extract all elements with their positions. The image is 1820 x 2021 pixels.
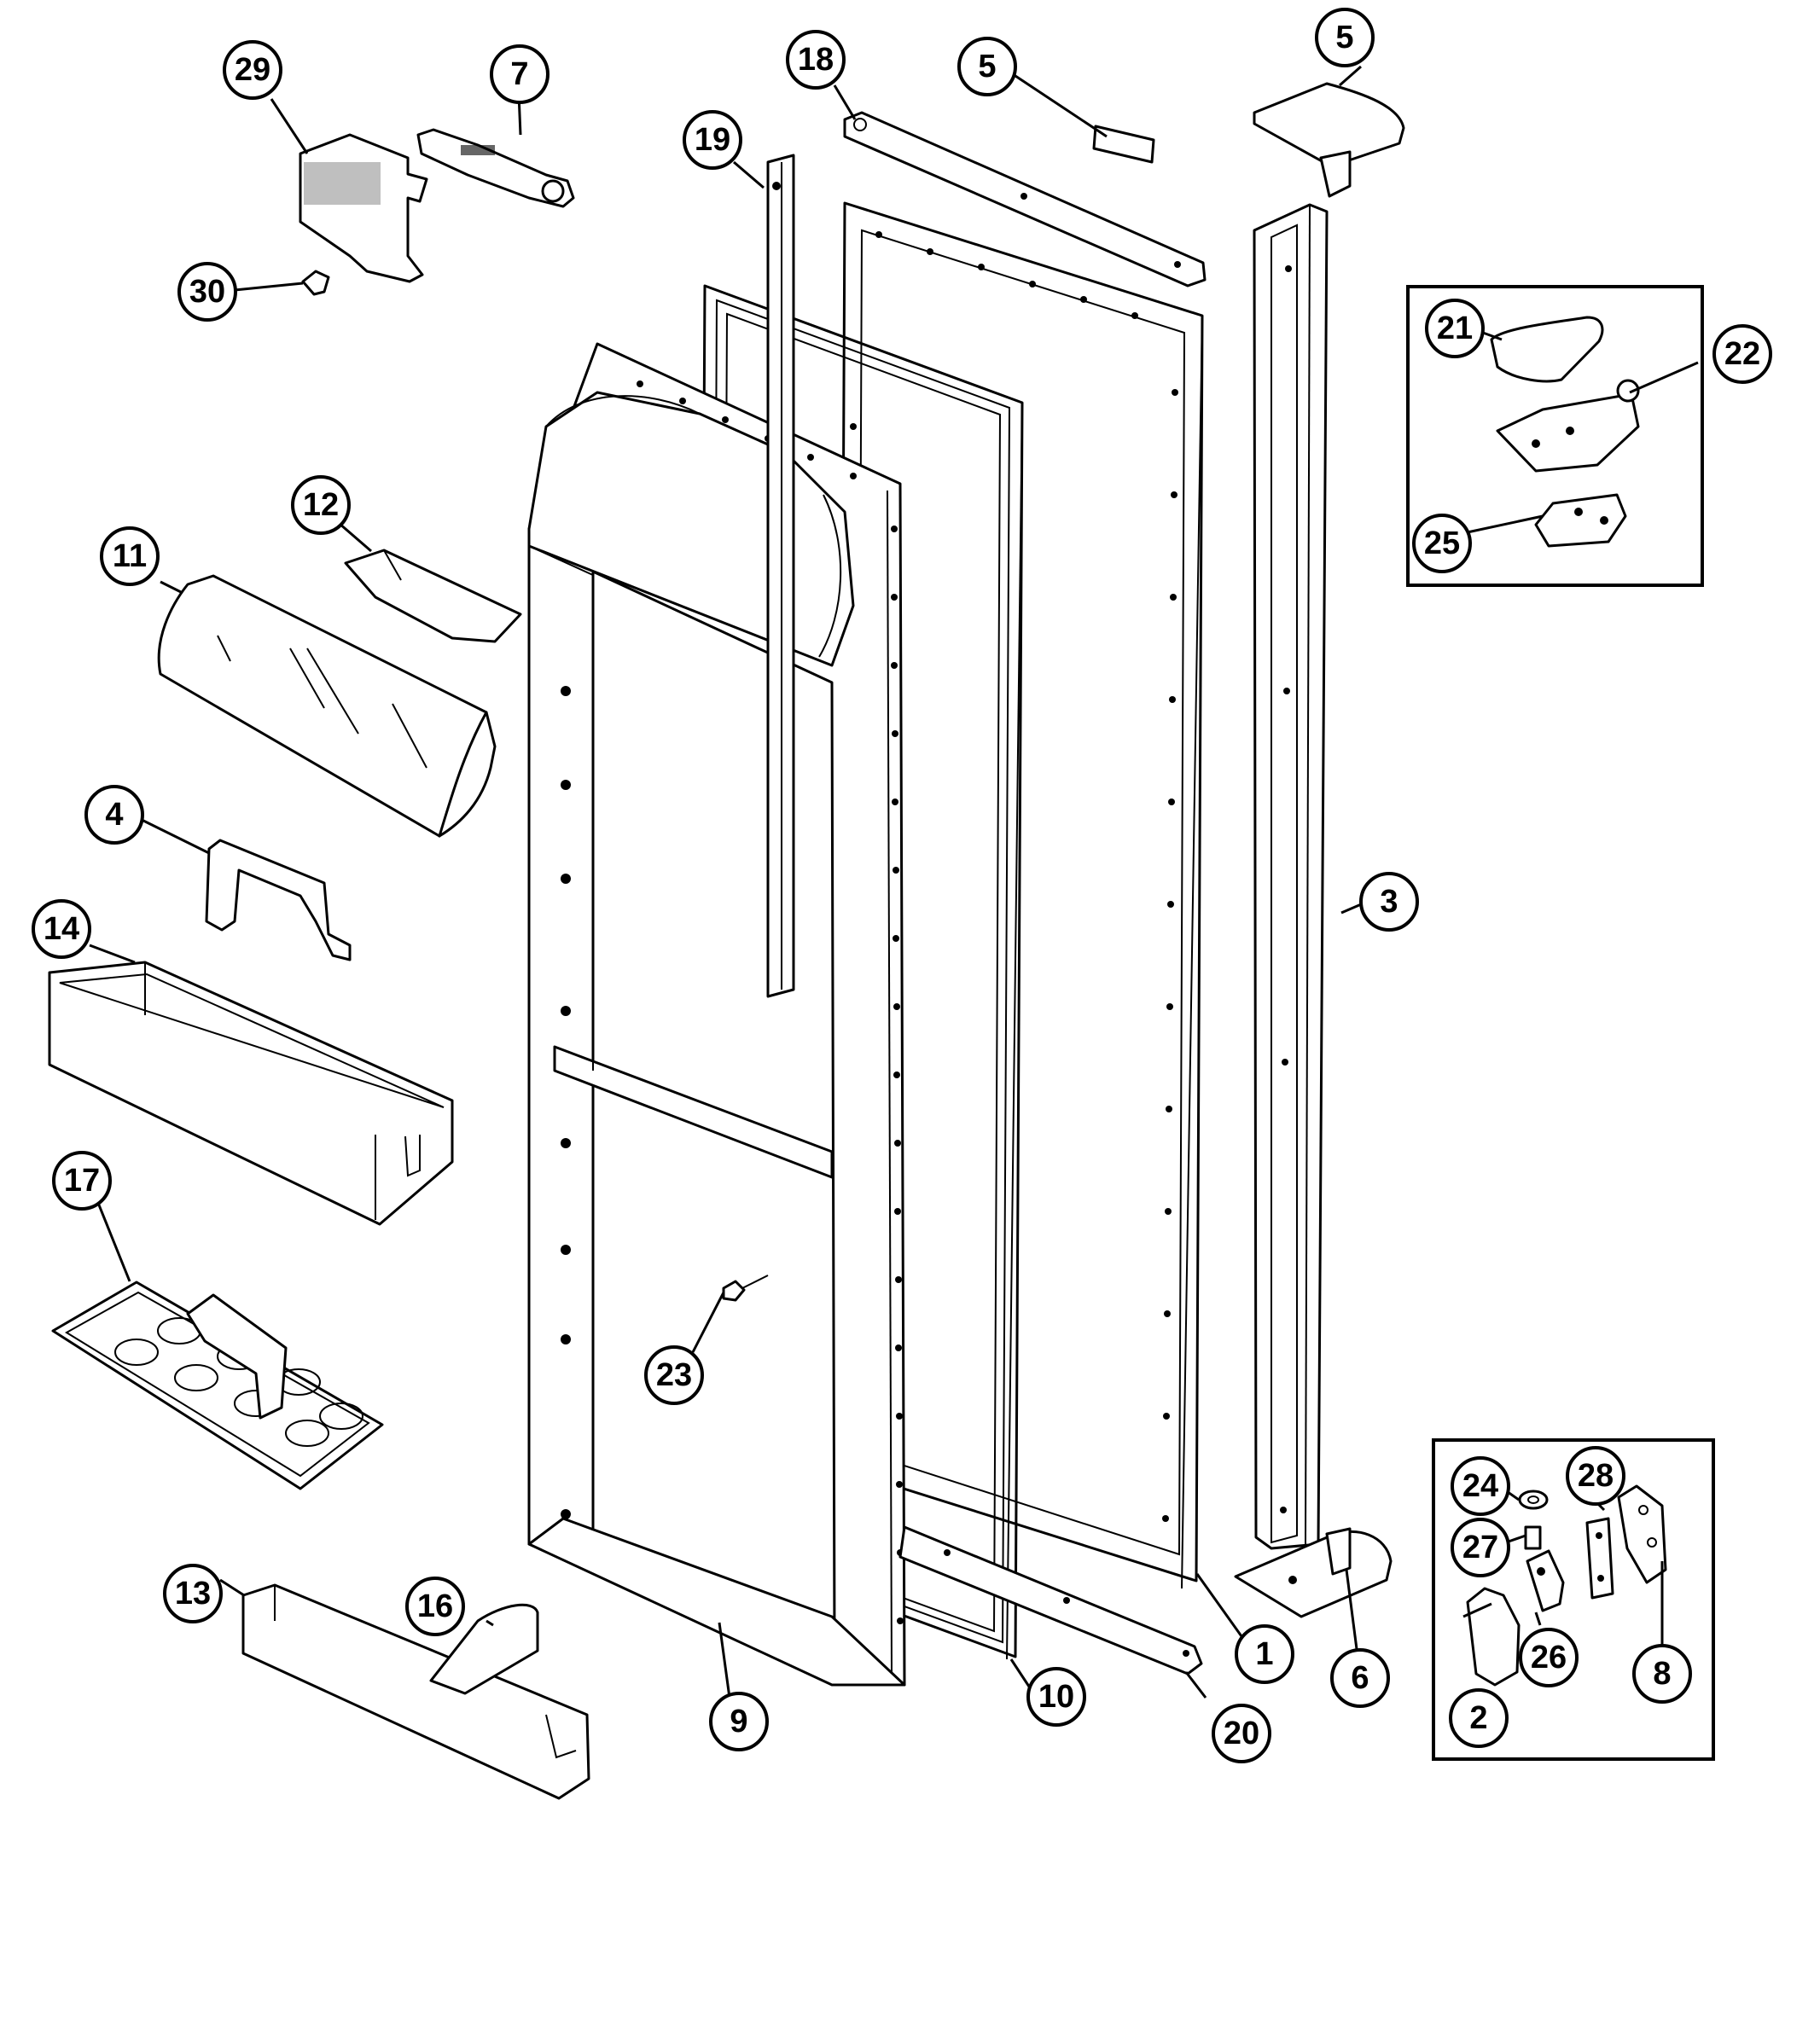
callout-25: 25 <box>1412 514 1472 573</box>
svg-text:16: 16 <box>417 1588 453 1624</box>
callout-14: 14 <box>32 899 91 959</box>
svg-text:5: 5 <box>978 49 996 84</box>
svg-text:4: 4 <box>105 797 123 833</box>
callout-24: 24 <box>1451 1456 1510 1516</box>
svg-text:28: 28 <box>1578 1458 1614 1494</box>
svg-text:7: 7 <box>510 56 528 92</box>
hinge-cover-bottom <box>1234 1527 1393 1618</box>
hinge-bracket-8 <box>1617 1484 1667 1584</box>
cam-26 <box>1526 1549 1565 1612</box>
hinge-cover-21 <box>1490 316 1604 383</box>
svg-text:2: 2 <box>1469 1700 1487 1736</box>
control-bracket <box>299 133 428 283</box>
svg-text:11: 11 <box>113 538 147 574</box>
top-mounting-strip <box>843 111 1207 287</box>
svg-text:5: 5 <box>1335 20 1353 55</box>
svg-text:6: 6 <box>1351 1660 1369 1696</box>
vertical-strip <box>766 154 795 998</box>
callout-9: 9 <box>709 1692 769 1751</box>
callout-18: 18 <box>786 30 846 90</box>
svg-text:14: 14 <box>44 911 79 947</box>
callout-21: 21 <box>1425 299 1485 358</box>
callout-16: 16 <box>405 1577 465 1636</box>
pin-27 <box>1524 1525 1542 1550</box>
small-tray <box>344 549 522 643</box>
svg-text:29: 29 <box>235 52 270 88</box>
top-hinge-assembly-box <box>1406 285 1704 587</box>
washer-24 <box>1518 1490 1549 1510</box>
svg-text:3: 3 <box>1380 884 1398 920</box>
hinge-block-2 <box>1466 1587 1521 1687</box>
svg-text:10: 10 <box>1038 1679 1074 1715</box>
callout-23: 23 <box>644 1345 704 1405</box>
svg-text:27: 27 <box>1462 1530 1498 1565</box>
egg-tray <box>51 1281 384 1490</box>
callout-3: 3 <box>1359 872 1419 932</box>
callout-10: 10 <box>1026 1667 1086 1727</box>
svg-text:9: 9 <box>730 1704 747 1739</box>
svg-text:23: 23 <box>656 1357 692 1393</box>
screw <box>722 1275 769 1302</box>
callout-19: 19 <box>683 110 742 170</box>
callout-20: 20 <box>1212 1704 1271 1763</box>
callout-17: 17 <box>52 1151 112 1211</box>
callout-11: 11 <box>100 526 160 586</box>
bin-divider <box>429 1603 539 1695</box>
svg-text:24: 24 <box>1462 1468 1498 1504</box>
callout-29: 29 <box>223 40 282 100</box>
callout-4: 4 <box>84 785 144 845</box>
callout-5-right: 5 <box>1315 8 1375 67</box>
svg-text:17: 17 <box>64 1163 100 1199</box>
hinge-pin-plate <box>1585 1517 1614 1600</box>
callout-2: 2 <box>1449 1688 1509 1748</box>
svg-text:1: 1 <box>1255 1636 1273 1672</box>
hinge-cover-top <box>1253 82 1405 198</box>
door-bin-large <box>48 961 454 1226</box>
callout-30: 30 <box>177 262 237 322</box>
callout-5-left: 5 <box>957 37 1017 96</box>
bottom-mounting-strip <box>898 1525 1203 1675</box>
small-trim-piece <box>1092 125 1155 164</box>
svg-text:12: 12 <box>303 487 339 523</box>
svg-text:19: 19 <box>695 122 730 158</box>
svg-text:22: 22 <box>1724 336 1760 372</box>
svg-text:20: 20 <box>1224 1716 1259 1751</box>
callout-6: 6 <box>1330 1648 1390 1708</box>
callout-26: 26 <box>1519 1628 1579 1687</box>
svg-text:25: 25 <box>1424 526 1460 561</box>
callout-8: 8 <box>1632 1644 1692 1704</box>
wire-clip <box>301 270 330 296</box>
svg-text:26: 26 <box>1531 1640 1567 1675</box>
svg-text:8: 8 <box>1653 1656 1671 1692</box>
callout-12: 12 <box>291 475 351 535</box>
callout-28: 28 <box>1566 1446 1625 1506</box>
bin-handle <box>205 839 352 961</box>
callout-7: 7 <box>490 44 549 104</box>
callout-1: 1 <box>1235 1624 1294 1684</box>
callout-22: 22 <box>1712 324 1772 384</box>
door-bin-bottom <box>241 1583 590 1800</box>
callout-27: 27 <box>1451 1518 1510 1577</box>
svg-text:18: 18 <box>798 42 834 78</box>
bottom-hinge-assembly-box <box>1432 1438 1715 1761</box>
svg-text:13: 13 <box>175 1576 211 1612</box>
callout-13: 13 <box>163 1564 223 1623</box>
door-side-trim <box>1253 203 1329 1550</box>
svg-text:21: 21 <box>1437 311 1473 346</box>
door-liner <box>527 342 906 1687</box>
switch-actuator <box>416 128 575 208</box>
svg-text:30: 30 <box>189 274 225 310</box>
dairy-compartment-door <box>157 574 497 838</box>
hinge-shim-25 <box>1534 493 1627 548</box>
